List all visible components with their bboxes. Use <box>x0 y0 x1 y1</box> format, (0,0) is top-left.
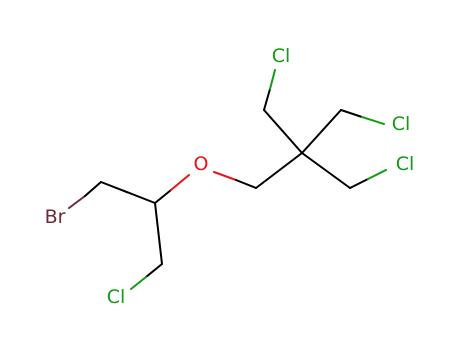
bond-c3-cl1 <box>145 263 163 278</box>
bond-o-c4-oxygen <box>213 171 237 181</box>
bond-c5-c8 <box>301 152 351 189</box>
bond-c5-c7 <box>301 109 342 154</box>
bond-c8-cl4-chlorine <box>367 169 387 180</box>
bond-br-c1 <box>68 195 86 209</box>
bond-c2-o <box>154 189 172 204</box>
bond-c7-cl3-chlorine <box>361 116 385 125</box>
bond-c6-cl2-chlorine <box>269 69 276 90</box>
atom-cl-right-upper: Cl <box>392 113 411 135</box>
bond-c5-c6 <box>263 109 303 154</box>
atom-br: Br <box>45 206 66 228</box>
atom-cl-top: Cl <box>272 45 291 67</box>
bond-br-c1-carbon <box>84 181 102 197</box>
atom-cl-right-lower: Cl <box>396 153 415 175</box>
atom-o: O <box>194 153 209 175</box>
bond-c1-c2 <box>100 181 156 204</box>
bond-c8-cl4 <box>349 178 369 189</box>
bond-c6-cl2 <box>263 88 271 111</box>
bond-c2-c3 <box>154 202 163 265</box>
bonds <box>68 69 387 290</box>
atom-labels: Br O Cl Cl Cl Cl <box>45 45 415 308</box>
bond-c3-cl1-chlorine <box>130 276 147 290</box>
atom-cl-bottom: Cl <box>107 286 126 308</box>
bond-c2-o-oxygen <box>170 174 190 191</box>
bond-o-c4 <box>235 179 257 189</box>
bond-c4-c5 <box>255 152 303 189</box>
bond-c7-cl3 <box>340 109 363 118</box>
